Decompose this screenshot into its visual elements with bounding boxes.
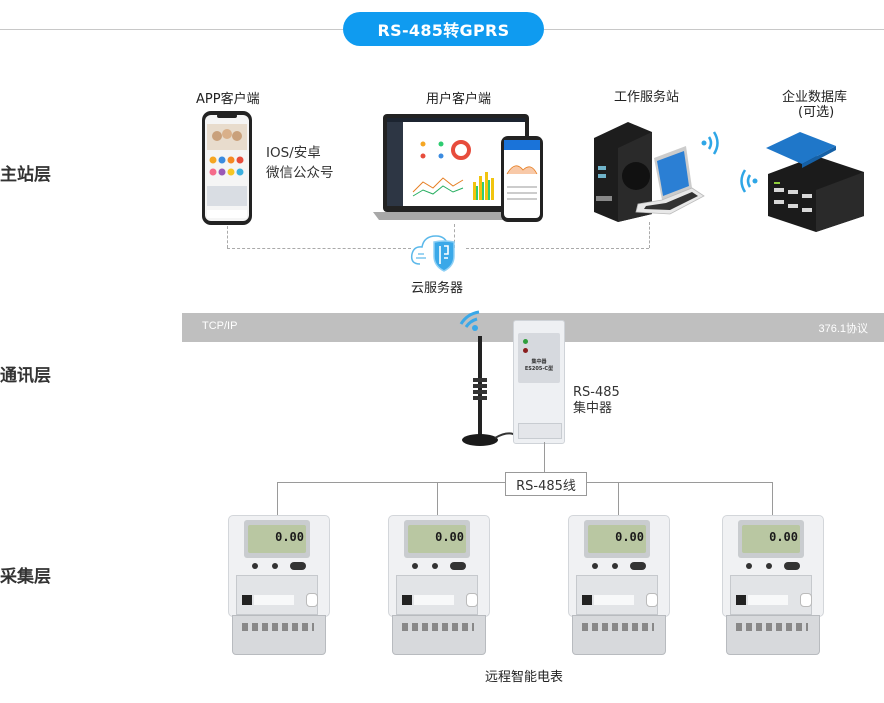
meter-qr-code <box>736 595 746 605</box>
meter-qr-code <box>242 595 252 605</box>
protocol-left-label: TCP/IP <box>202 320 238 332</box>
wifi-signal-icon <box>701 131 719 155</box>
meter-qr-code <box>582 595 592 605</box>
meter-label-strip <box>254 595 294 605</box>
meter-qr-code <box>402 595 412 605</box>
connector-workstation <box>649 222 650 248</box>
wifi-signal-icon <box>740 169 758 193</box>
meter-terminal-screws <box>402 623 474 631</box>
meter-seal <box>646 593 658 607</box>
rs485-wire-label: RS-485线 <box>505 472 587 496</box>
meter-button <box>412 563 418 569</box>
meter-reading: 0.00 <box>615 530 644 544</box>
connector-bus-left <box>227 248 411 249</box>
meter-button <box>432 563 438 569</box>
meter-terminal-block <box>572 615 666 655</box>
header-rule-right <box>544 29 884 30</box>
wire-drop-meter-4 <box>772 482 773 515</box>
meter-label-strip <box>414 595 454 605</box>
meter-button <box>766 563 772 569</box>
connector-app <box>227 226 228 248</box>
app-platforms-line1: IOS/安卓 <box>266 145 321 161</box>
status-led-green <box>523 339 528 344</box>
database-title-line2: (可选) <box>798 105 835 120</box>
concentrator-device: 集中器 ES205-C型 <box>513 320 565 444</box>
meter-seal <box>466 593 478 607</box>
meter-lcd <box>408 525 466 553</box>
cloud-server-title: 云服务器 <box>411 281 464 296</box>
diagram-title: RS-485转GPRS <box>343 12 544 46</box>
meter-button <box>630 562 646 570</box>
wire-drop-meter-1 <box>277 482 278 515</box>
smart-meter-1: 0.00 <box>228 515 330 657</box>
concentrator-terminals <box>518 423 562 439</box>
meter-terminal-screws <box>736 623 808 631</box>
app-client-title: APP客户端 <box>196 92 260 107</box>
smart-meter-2: 0.00 <box>388 515 490 657</box>
cloud-server-icon <box>410 235 455 272</box>
meter-button <box>252 563 258 569</box>
meter-label-strip <box>594 595 634 605</box>
header-rule-left <box>0 29 343 30</box>
meter-button <box>612 563 618 569</box>
concentrator-panel: 集中器 ES205-C型 <box>518 333 560 383</box>
smartphone-icon <box>202 111 252 225</box>
meter-terminal-block <box>726 615 820 655</box>
app-platforms-line2: 微信公众号 <box>266 165 334 181</box>
protocol-right-label: 376.1协议 <box>818 323 868 335</box>
meter-reading: 0.00 <box>769 530 798 544</box>
concentrator-label-line2: 集中器 <box>573 401 613 416</box>
layer-label-comm: 通讯层 <box>0 366 51 386</box>
database-title-line1: 企业数据库 <box>782 90 848 105</box>
concentrator-label-line1: RS-485 <box>573 385 620 400</box>
wire-drop-meter-3 <box>618 482 619 515</box>
meter-lcd <box>248 525 306 553</box>
meter-seal <box>800 593 812 607</box>
meter-button <box>450 562 466 570</box>
meter-reading: 0.00 <box>435 530 464 544</box>
concentrator-panel-model: ES205-C型 <box>524 366 554 372</box>
meter-caption: 远程智能电表 <box>485 670 564 685</box>
meter-button <box>746 563 752 569</box>
wire-drop-concentrator <box>544 442 545 472</box>
layer-label-master: 主站层 <box>0 165 51 185</box>
meter-button <box>272 563 278 569</box>
meter-lcd <box>588 525 646 553</box>
meter-terminal-block <box>232 615 326 655</box>
meter-button <box>592 563 598 569</box>
meter-terminal-screws <box>242 623 314 631</box>
wire-drop-meter-2 <box>437 482 438 515</box>
layer-label-collect: 采集层 <box>0 567 51 587</box>
smart-meter-4: 0.00 <box>722 515 824 657</box>
status-led-red <box>523 348 528 353</box>
meter-label-strip <box>748 595 788 605</box>
connector-bus-right <box>466 248 649 249</box>
smart-meter-3: 0.00 <box>568 515 670 657</box>
meter-lcd <box>742 525 800 553</box>
meter-terminal-screws <box>582 623 654 631</box>
meter-button <box>290 562 306 570</box>
laptop-dashboard-icon <box>373 114 543 222</box>
meter-terminal-block <box>392 615 486 655</box>
user-client-title: 用户客户端 <box>426 92 492 107</box>
meter-button <box>784 562 800 570</box>
meter-seal <box>306 593 318 607</box>
database-server-icon <box>766 132 864 232</box>
antenna-icon <box>459 310 518 446</box>
meter-reading: 0.00 <box>275 530 304 544</box>
workstation-title: 工作服务站 <box>614 90 680 105</box>
workstation-server-icon <box>594 122 705 222</box>
connector-user <box>454 224 455 248</box>
concentrator-panel-name: 集中器 <box>531 359 547 365</box>
